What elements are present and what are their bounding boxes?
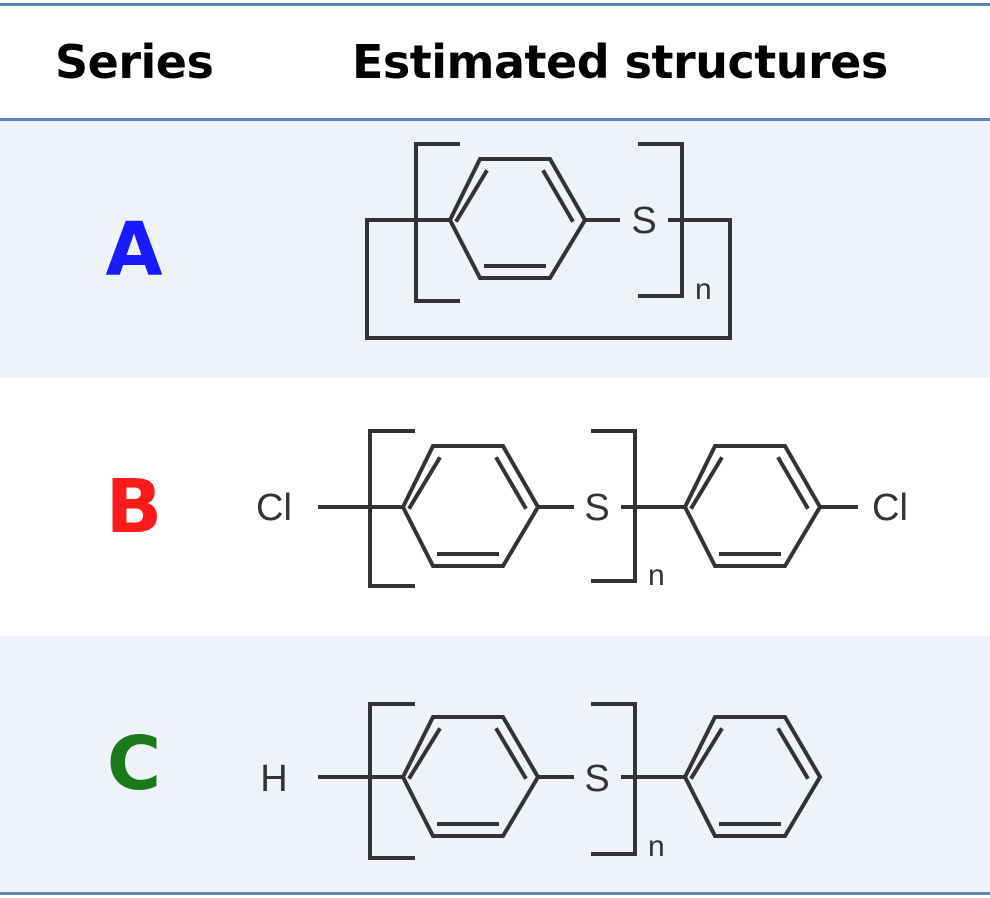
hydrogen-left-label: H [260,758,287,800]
structure-c-hydrogen-terminated: H S n [260,702,823,863]
repeat-unit-n: n [695,273,712,306]
header-estimated-structures: Estimated structures [352,35,888,89]
benzene-ring [400,444,541,568]
structure-b-chloro-terminated: Cl S n Cl [256,429,908,592]
table-row-a: A S n [0,121,990,378]
table-row-b: B Cl S n Cl [0,378,990,636]
sulfur-atom-label: S [584,758,609,800]
ring-double-bond [541,169,575,223]
chlorine-left-label: Cl [256,487,292,529]
benzene-ring-terminal [682,444,823,568]
sulfur-atom-label: S [584,487,609,529]
ring-double-bond [407,727,442,780]
header-rule [0,118,990,121]
chlorine-right-label: Cl [872,487,908,529]
bracket-left [368,702,415,860]
ring-double-bond [407,456,442,510]
ring-double-bond [776,456,810,510]
table-row-c: C H S n [0,636,990,892]
ring-double-bond [454,169,489,223]
series-label-b: B [105,464,163,550]
structure-a-cyclic: S n [365,142,732,340]
phenyl-ring-terminal [682,715,823,838]
repeat-unit-n: n [648,830,665,863]
ring-double-bond [689,727,724,780]
benzene-ring [400,715,541,838]
repeat-unit-n: n [648,559,665,592]
ring-double-bond [776,727,810,780]
ring-double-bond [494,456,528,510]
cyclic-loop-bond [365,218,732,340]
table-bottom-rule [0,892,990,895]
sulfur-atom-label: S [631,200,656,242]
table-top-rule [0,3,990,6]
series-label-c: C [106,721,162,807]
ring-double-bond [689,456,724,510]
benzene-ring [447,157,588,280]
series-label-a: A [105,206,163,293]
bracket-left [414,142,460,303]
table-header: Series Estimated structures [0,6,990,118]
header-series: Series [55,35,214,89]
ring-double-bond [494,727,528,780]
